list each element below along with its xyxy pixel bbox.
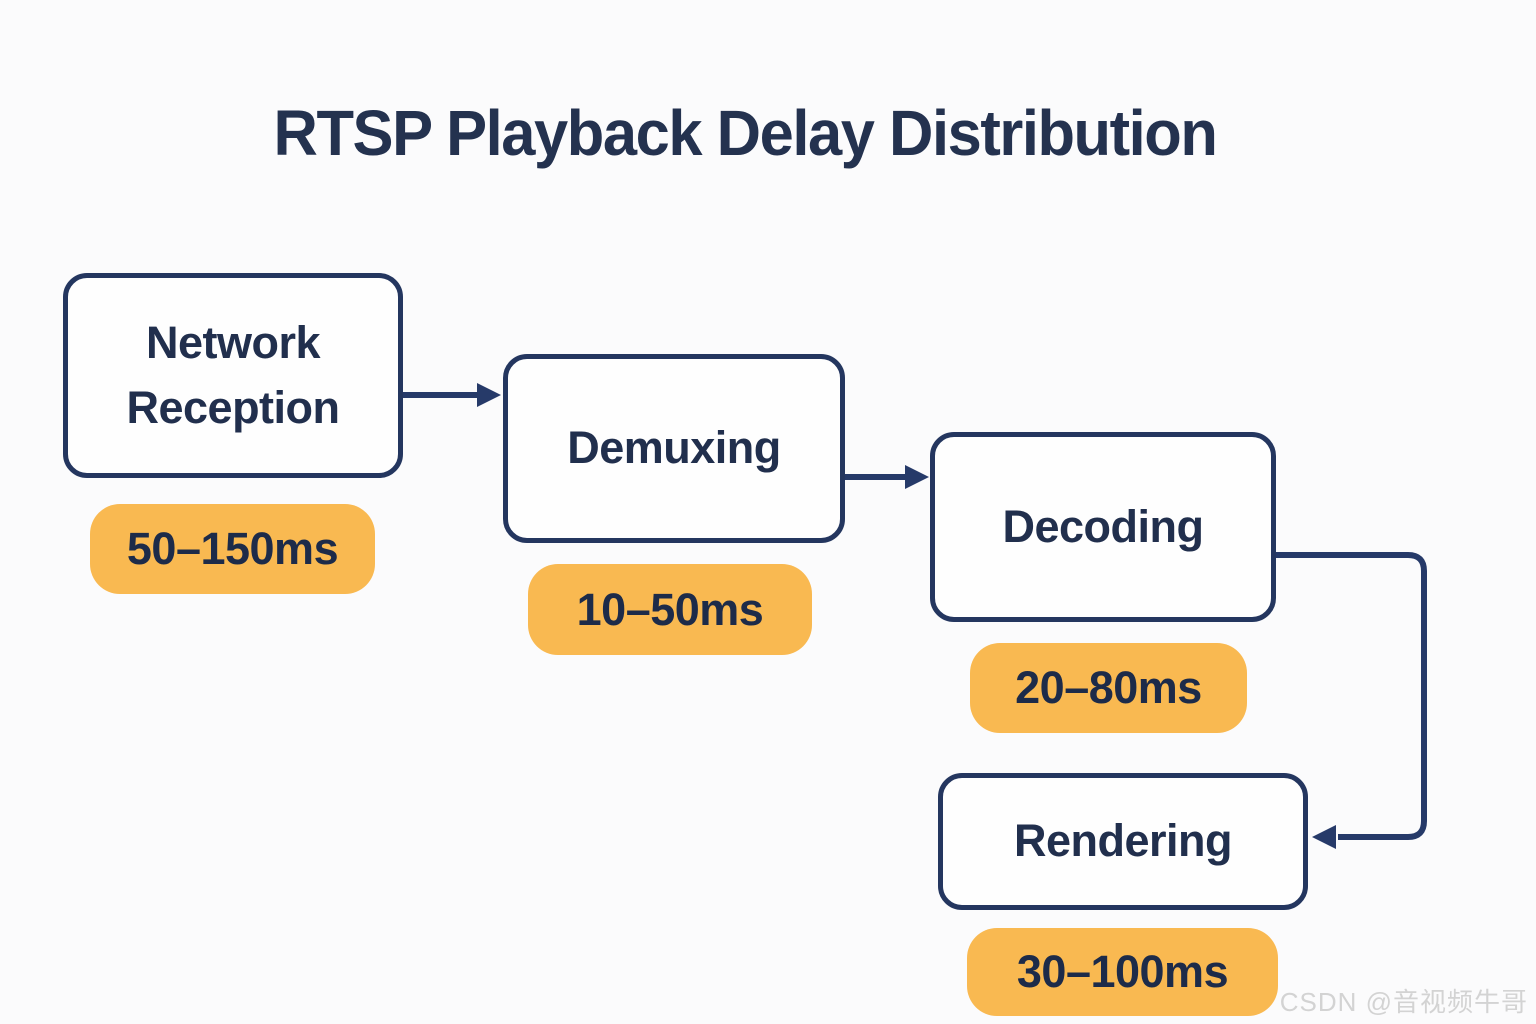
delay-value: 10–50ms xyxy=(576,583,764,635)
node-demuxing: Demuxing xyxy=(503,354,845,543)
delay-value: 20–80ms xyxy=(1015,662,1202,713)
delay-value: 50–150ms xyxy=(126,523,339,574)
delay-badge-network-reception: 50–150ms xyxy=(90,504,375,594)
arrowhead-right-icon xyxy=(477,383,501,407)
arrowhead-left-icon xyxy=(1312,825,1336,849)
node-rendering: Rendering xyxy=(938,773,1308,910)
arrowhead-right-icon xyxy=(905,465,929,489)
node-label: Decoding xyxy=(1002,500,1204,552)
delay-badge-demuxing: 10–50ms xyxy=(528,564,812,655)
delay-badge-rendering: 30–100ms xyxy=(967,928,1278,1016)
page-title: RTSP Playback Delay Distribution xyxy=(273,97,1218,169)
node-label: Demuxing xyxy=(567,422,781,474)
node-decoding: Decoding xyxy=(930,432,1276,622)
node-label: Network Reception xyxy=(126,316,340,433)
delay-value: 30–100ms xyxy=(1016,946,1229,997)
delay-badge-decoding: 20–80ms xyxy=(970,643,1247,733)
csdn-watermark: CSDN @音视频牛哥 xyxy=(1279,987,1528,1017)
node-label: Rendering xyxy=(1013,815,1233,867)
node-network-reception: Network Reception xyxy=(63,273,403,478)
